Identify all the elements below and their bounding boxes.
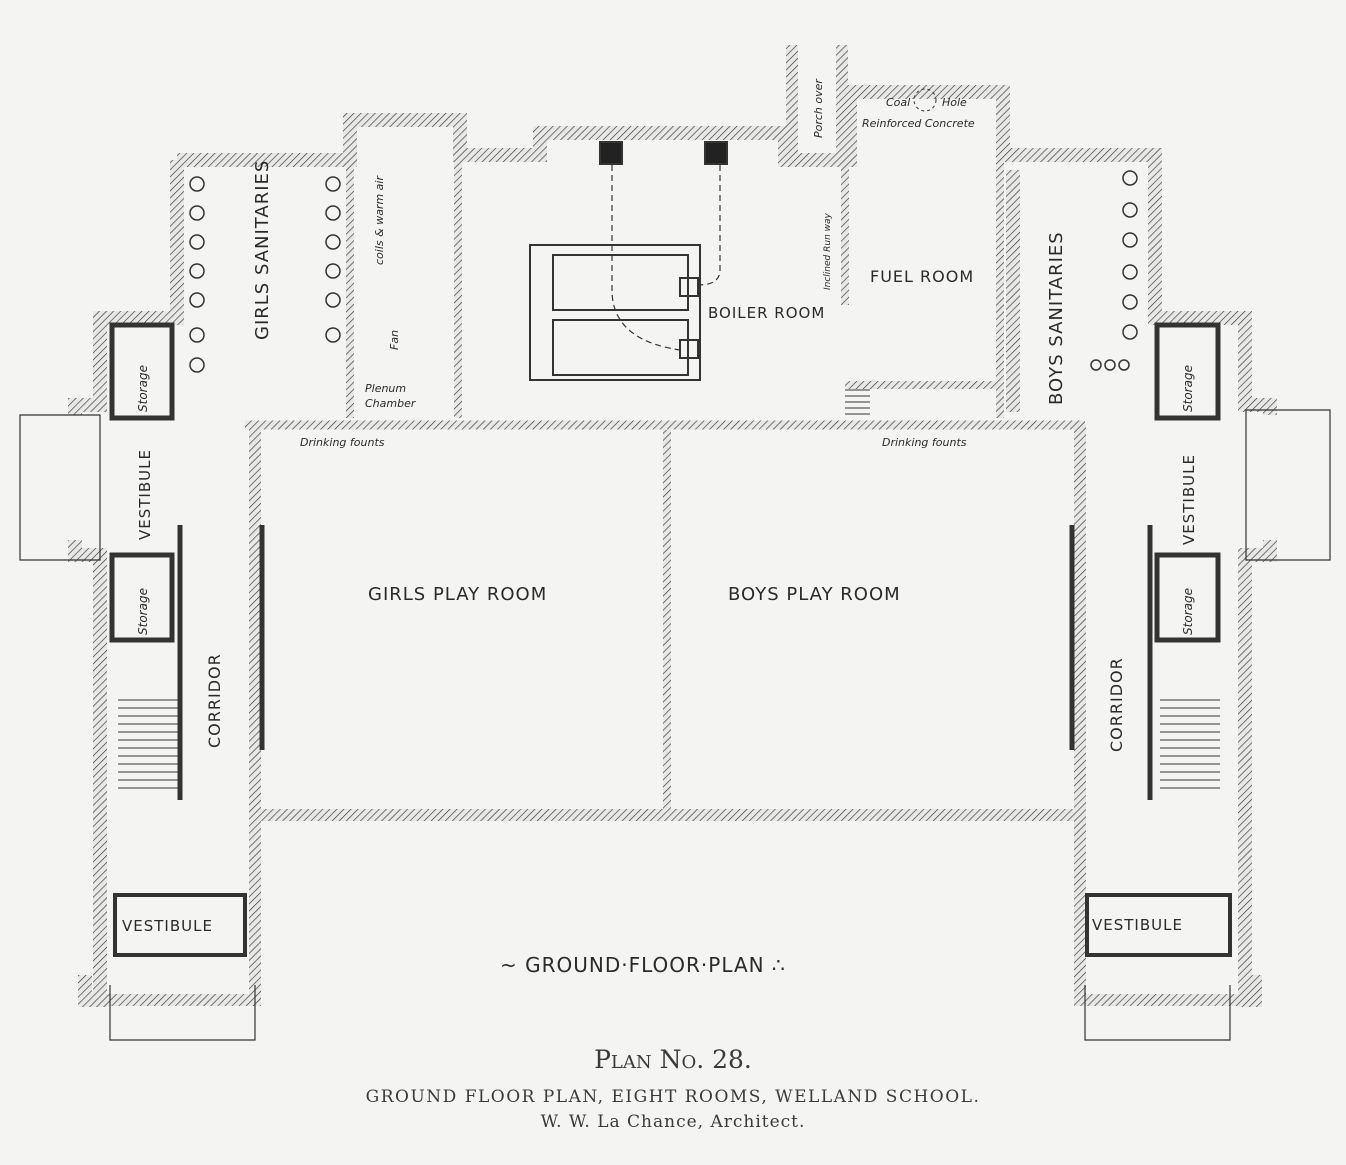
stairs — [118, 389, 1220, 789]
label-vestibule-right-side: VESTIBULE — [1180, 454, 1198, 545]
label-storage-right-top: Storage — [1181, 365, 1195, 412]
plan-number: Plan No. 28. — [594, 1045, 752, 1074]
label-girls-sanitaries: GIRLS SANITARIES — [252, 160, 273, 340]
label-reinforced-concrete: Reinforced Concrete — [862, 117, 975, 130]
plan-heading: ~ GROUND·FLOOR·PLAN ∴ — [500, 953, 786, 977]
label-corridor-left: CORRIDOR — [205, 653, 224, 748]
label-porch-over: Porch over — [812, 78, 825, 138]
label-storage-left-top: Storage — [136, 365, 150, 412]
toilet-fixtures — [189, 170, 1138, 373]
exterior-walls — [19, 45, 1331, 1041]
label-storage-right-bottom: Storage — [1181, 588, 1195, 635]
label-boiler-room: BOILER ROOM — [708, 304, 825, 322]
label-inclined-runway: Inclined Run way — [823, 212, 833, 290]
plan-description: GROUND FLOOR PLAN, EIGHT ROOMS, WELLAND … — [365, 1087, 981, 1107]
label-drinking-founts-left: Drinking founts — [300, 436, 385, 449]
label-hole: Hole — [942, 96, 967, 109]
label-fan: Fan — [388, 330, 401, 350]
label-corridor-right: CORRIDOR — [1107, 657, 1126, 752]
label-girls-play-room: GIRLS PLAY ROOM — [368, 584, 547, 605]
label-vestibule-right-bottom: VESTIBULE — [1092, 916, 1183, 934]
architect-credit: W. W. La Chance, Architect. — [540, 1112, 806, 1132]
label-coal: Coal — [886, 96, 910, 109]
room-labels: GIRLS SANITARIES BOYS SANITARIES coils &… — [122, 78, 1198, 977]
label-chamber: Chamber — [365, 397, 417, 410]
label-drinking-founts-right: Drinking founts — [882, 436, 967, 449]
label-boys-sanitaries: BOYS SANITARIES — [1046, 231, 1067, 405]
label-plenum: Plenum — [365, 382, 406, 395]
label-storage-left-bottom: Storage — [136, 588, 150, 635]
label-vestibule-left-bottom: VESTIBULE — [122, 917, 213, 935]
boilers — [529, 141, 728, 381]
label-boys-play-room: BOYS PLAY ROOM — [728, 584, 901, 605]
label-fuel-room: FUEL ROOM — [870, 267, 974, 286]
label-coils: coils & warm air — [373, 175, 386, 265]
coal-hole-icon — [913, 88, 937, 112]
label-vestibule-left-side: VESTIBULE — [136, 449, 154, 540]
